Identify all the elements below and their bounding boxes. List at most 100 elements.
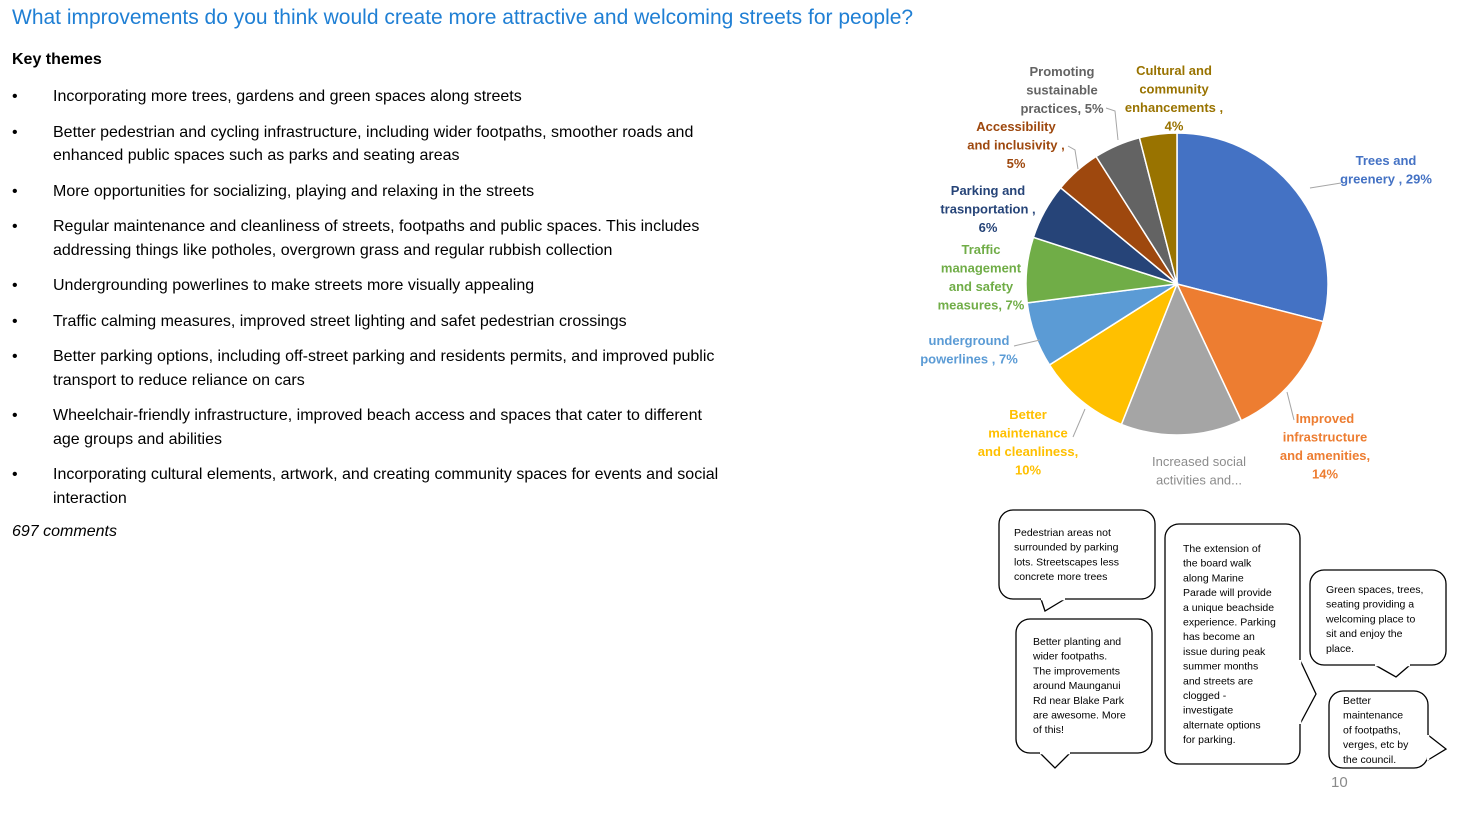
quote-bubble-body — [998, 509, 1156, 600]
quote-text-line: surrounded by parking — [1014, 542, 1119, 554]
bullet: • — [12, 123, 18, 141]
slice-label-line: management — [941, 261, 1022, 276]
bullet: • — [12, 277, 18, 294]
theme-text-line: Wheelchair-friendly infrastructure, impr… — [53, 407, 702, 424]
quote-text-line: Rd near Blake Park — [1033, 695, 1125, 707]
theme-item: • Better parking options, including off-s… — [12, 345, 772, 392]
slice-label: underground powerlines , 7% — [920, 333, 1018, 367]
quote-text-line: maintenance — [1343, 710, 1403, 722]
quote-text: The extension of the board walk along Mari… — [1183, 543, 1276, 746]
quote-text-line: The improvements — [1033, 665, 1120, 677]
quote-text-line: wider footpaths. — [1032, 651, 1107, 663]
theme-text-line: addressing things like potholes, overgro… — [53, 241, 613, 259]
theme-text-line: Incorporating more trees, gardens and gr… — [53, 88, 522, 105]
leader-line — [1309, 182, 1342, 189]
quote-text-line: place. — [1326, 643, 1354, 655]
slice-label: Trees and greenery , 29% — [1340, 153, 1432, 187]
slice-label-line: 5% — [1007, 156, 1026, 171]
slice-label-line: underground — [929, 333, 1010, 348]
bullet: • — [12, 348, 18, 365]
bullet: • — [12, 407, 18, 424]
section-heading: Key themes — [12, 51, 102, 68]
slice-label-line: greenery , 29% — [1340, 172, 1432, 187]
slice-label-line: Traffic — [961, 242, 1000, 257]
bullet: • — [12, 312, 18, 330]
quote-text-line: Green spaces, trees, — [1326, 584, 1423, 596]
theme-text-line: Regular maintenance and cleanliness of s… — [53, 218, 700, 235]
quote-text-line: welcoming place to — [1325, 613, 1415, 625]
quote-text-line: along Marine — [1183, 572, 1244, 584]
leader-line — [1072, 408, 1086, 438]
quote-text-line: sit and enjoy the — [1326, 628, 1403, 640]
quote-text-line: Pedestrian areas not — [1014, 527, 1111, 539]
quote-text-line: lots. Streetscapes less — [1014, 556, 1119, 568]
theme-item: •Traffic calming measures, improved stre… — [12, 310, 772, 334]
theme-text-line: Better parking options, including off-st… — [53, 348, 715, 365]
theme-item: • Better pedestrian and cycling infrastru… — [12, 121, 772, 168]
leader-line — [1105, 107, 1119, 141]
leader-line — [1013, 339, 1041, 347]
quote-text-line: the board walk — [1183, 558, 1252, 570]
slice-label-line: and cleanliness, — [978, 444, 1078, 459]
leader-line — [1067, 145, 1079, 170]
theme-text-line: Incorporating cultural elements, artwork… — [53, 466, 719, 483]
quote-text-line: around Maunganui — [1033, 680, 1121, 692]
theme-item: • Regular maintenance and cleanliness of … — [12, 215, 772, 262]
quote-text: Pedestrian areas not surrounded by parkin… — [1014, 527, 1119, 583]
pie-slice — [1048, 282, 1179, 426]
slice-label-line: and amenities, — [1280, 448, 1370, 463]
quote-text-line: verges, etc by — [1343, 739, 1409, 751]
theme-item: • Incorporating more trees, gardens and g… — [12, 85, 772, 109]
bullet: • — [12, 88, 18, 105]
slice-label-line: 14% — [1312, 467, 1338, 482]
slice-label-line: Promoting — [1030, 64, 1095, 79]
bullet: • — [12, 466, 18, 483]
quote-bubble: Green spaces, trees, seating providing a w… — [1309, 569, 1447, 678]
slice-label-line: Trees and — [1356, 153, 1417, 168]
slice-label-line: maintenance — [988, 426, 1067, 441]
quote-bubble: The extension of the board walk along Mari… — [1164, 523, 1317, 765]
quote-text-line: seating providing a — [1326, 599, 1414, 611]
quote-text-line: Parade will provide — [1183, 587, 1272, 599]
page-number: 10 — [1331, 774, 1348, 791]
leader-line — [1286, 391, 1295, 421]
theme-text-line: More opportunities for socializing, play… — [53, 182, 535, 200]
theme-item: • Incorporating cultural elements, artwor… — [12, 463, 772, 510]
pie-slice — [1138, 132, 1178, 285]
slice-label-line: and inclusivity , — [967, 138, 1065, 153]
slice-label-line: trasnportation , — [940, 202, 1035, 217]
quote-text-line: of footpaths, — [1343, 724, 1401, 736]
theme-text-line: age groups and abilities — [53, 430, 223, 448]
slice-label-line: Parking and — [951, 183, 1025, 198]
quote-bubble: Pedestrian areas not surrounded by parkin… — [998, 509, 1156, 612]
page-title: What improvements do you think would cre… — [12, 6, 914, 29]
slice-label-line: activities and... — [1156, 473, 1242, 488]
quote-text-line: alternate options — [1183, 719, 1261, 731]
bullet: • — [12, 218, 18, 235]
quote-text-line: the council. — [1343, 754, 1396, 766]
quote-text-line: for parking. — [1183, 734, 1236, 746]
quote-bubble-tail — [1374, 664, 1411, 678]
slice-label-line: infrastructure — [1283, 430, 1368, 445]
slice-label-line: powerlines , 7% — [920, 352, 1018, 367]
quote-bubble-body — [1164, 523, 1301, 765]
theme-item: • Wheelchair-friendly infrastructure, imp… — [12, 404, 772, 451]
quote-text-line: The extension of — [1183, 543, 1261, 555]
theme-text-line: Better pedestrian and cycling infrastruc… — [53, 123, 694, 141]
slice-label-line: Better — [1009, 407, 1047, 422]
quote-text-line: summer months — [1183, 661, 1258, 673]
quote-text-line: a unique beachside — [1183, 602, 1274, 614]
quote-bubble-tail — [1427, 734, 1448, 761]
quote-text-line: clogged - — [1183, 690, 1227, 702]
quote-bubble-tail — [1039, 752, 1071, 769]
comment-count: 697 comments — [12, 523, 117, 540]
